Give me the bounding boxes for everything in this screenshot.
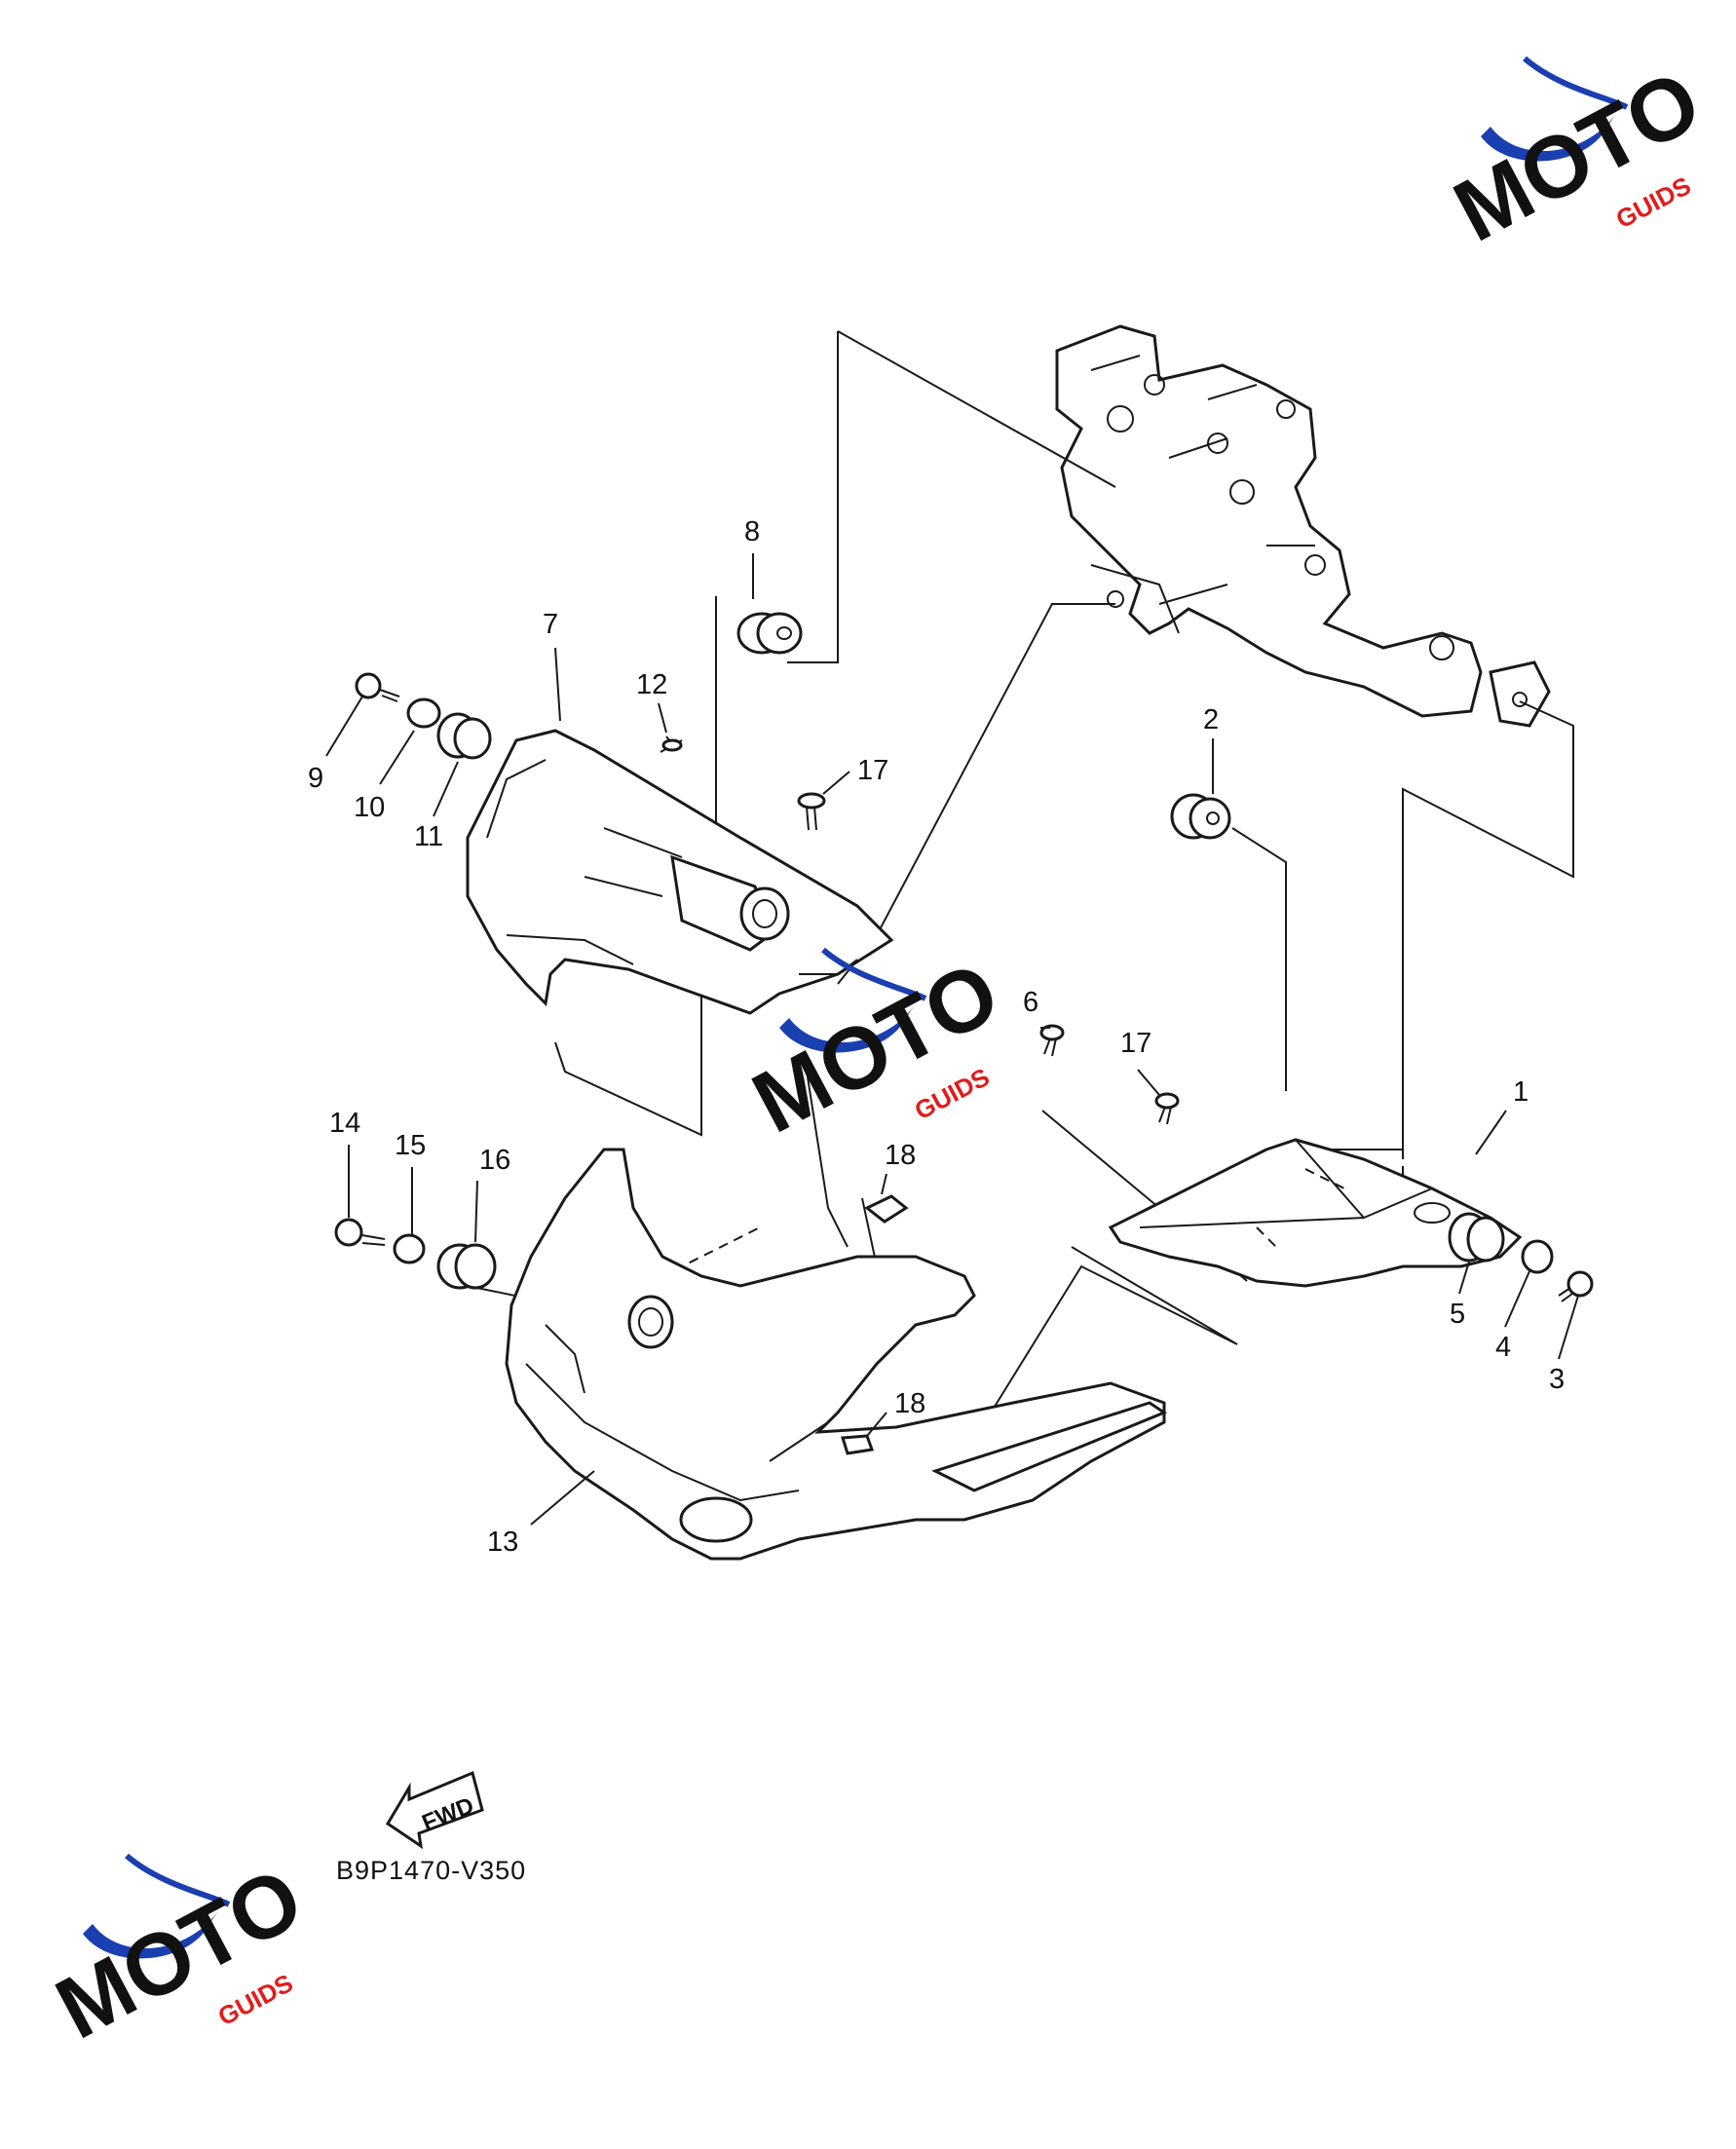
callout-15: 15 — [395, 1130, 426, 1161]
part-14-bolt — [334, 1218, 386, 1247]
callout-2: 2 — [1203, 704, 1219, 735]
part-17-screw-upper — [797, 792, 826, 831]
callout-17-lower: 17 — [1120, 1028, 1151, 1059]
callout-17-upper: 17 — [857, 755, 888, 786]
callout-leaders — [325, 553, 1579, 1526]
part-5-grommet — [1448, 1212, 1505, 1263]
part-18-clip-lower — [841, 1434, 875, 1455]
part-16-grommet — [436, 1243, 497, 1290]
part-1-side-panel — [1108, 1138, 1523, 1288]
part-2-grommet — [1170, 793, 1231, 840]
callout-12: 12 — [636, 669, 667, 700]
callout-14: 14 — [329, 1108, 360, 1139]
part-10-collar — [406, 697, 441, 729]
watermark-logo-bottom-left: MOTO GUIDS — [41, 1849, 318, 2057]
callout-7: 7 — [543, 609, 558, 640]
diagram-code: B9P1470-V350 — [336, 1856, 527, 1885]
watermark-logo-top-right: MOTO GUIDS — [1439, 52, 1716, 260]
fasteners — [334, 612, 1594, 1455]
part-15-collar — [393, 1233, 426, 1264]
part-9-bolt — [355, 672, 400, 702]
callout-4: 4 — [1495, 1332, 1511, 1363]
part-7-upper-cowl — [466, 729, 894, 1015]
part-8-grommet — [736, 612, 803, 655]
part-17-screw-lower — [1154, 1092, 1180, 1125]
part-4-collar — [1521, 1239, 1554, 1274]
callout-18-lower: 18 — [894, 1388, 925, 1419]
part-12-screw — [660, 735, 683, 753]
callouts: 1 2 3 4 5 6 7 8 9 10 11 12 13 14 15 16 1… — [308, 516, 1565, 1558]
callout-9: 9 — [308, 763, 323, 794]
frame-bracket — [1055, 324, 1551, 728]
callout-6: 6 — [1023, 987, 1038, 1018]
part-13-front-cowl — [505, 1148, 1168, 1561]
callout-16: 16 — [479, 1145, 510, 1176]
callout-18-upper: 18 — [885, 1140, 916, 1171]
part-6-screw — [1039, 1024, 1065, 1057]
callout-3: 3 — [1549, 1364, 1565, 1395]
callout-11: 11 — [414, 821, 443, 852]
watermark-letters: MOTO — [41, 1849, 318, 2057]
fwd-arrow: FWD — [385, 1770, 484, 1850]
watermark-letters: MOTO — [1439, 52, 1716, 260]
callout-1: 1 — [1513, 1076, 1528, 1108]
part-11-grommet — [436, 712, 492, 760]
callout-13: 13 — [487, 1527, 518, 1558]
callout-8: 8 — [744, 516, 760, 547]
part-18-clip-upper — [864, 1194, 909, 1224]
callout-10: 10 — [354, 792, 385, 823]
callout-5: 5 — [1450, 1299, 1465, 1330]
part-3-bolt — [1558, 1270, 1594, 1302]
